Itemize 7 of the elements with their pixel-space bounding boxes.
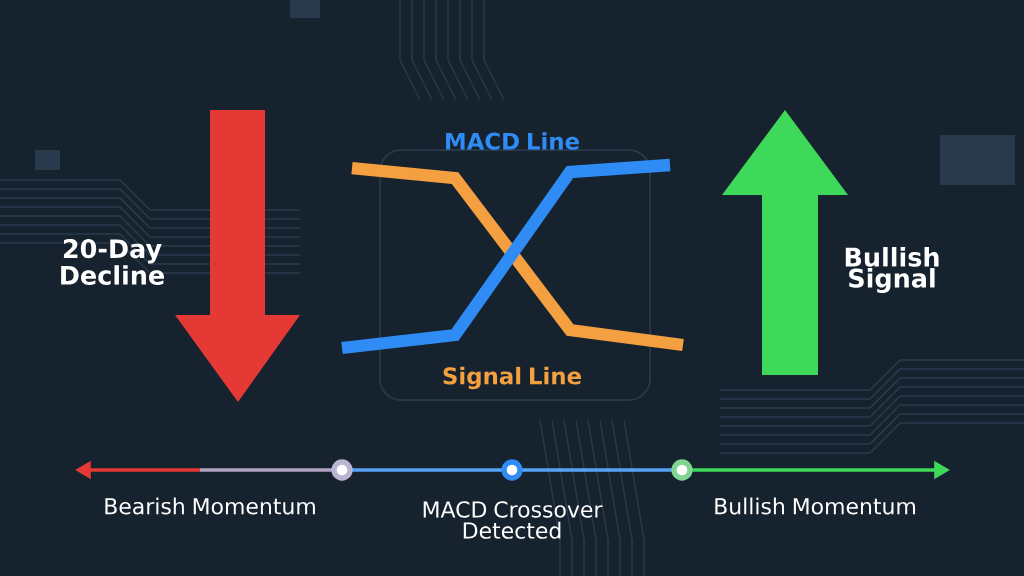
label: Signal Line	[443, 366, 581, 390]
label: Bullish Momentum	[715, 497, 915, 515]
label: Bullish Signal	[845, 247, 939, 293]
label: MACD Crossover Detected	[423, 501, 603, 539]
label: MACD Line	[446, 132, 579, 150]
label: Bearish Momentum	[105, 497, 315, 515]
label: 20-Day Decline	[61, 239, 164, 285]
